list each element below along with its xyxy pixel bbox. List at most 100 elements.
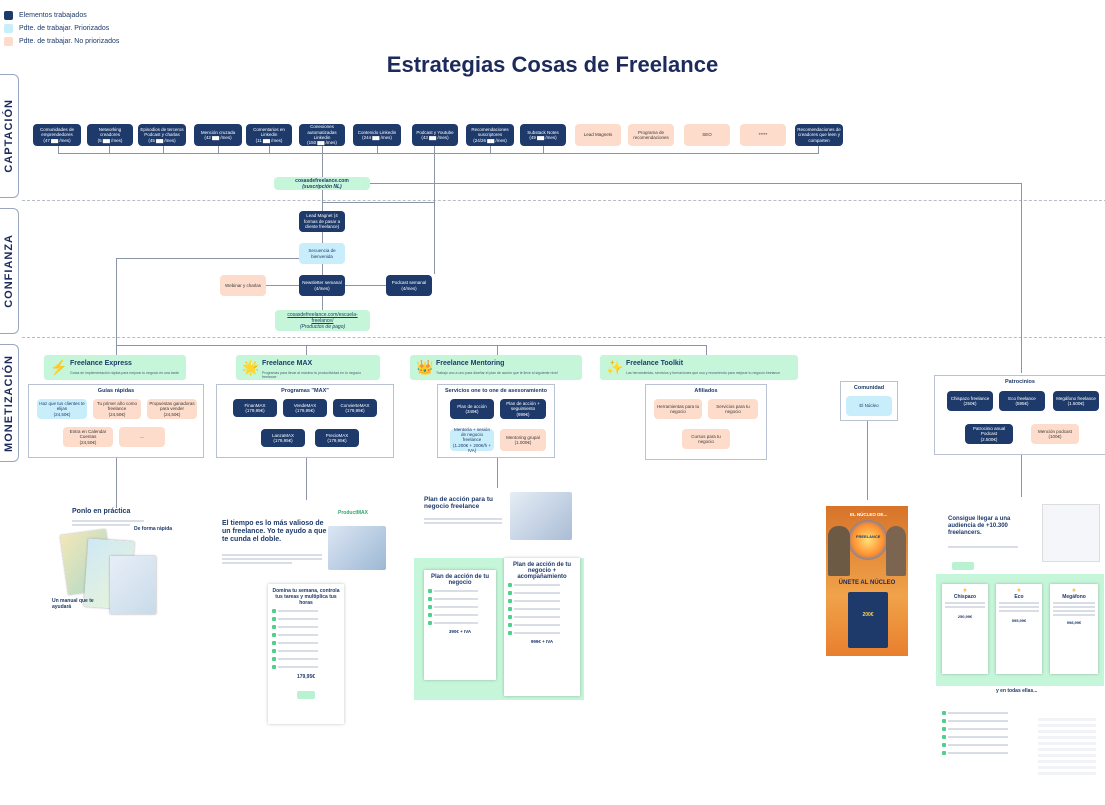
guia-box[interactable]: Tu primer año como freelance(24,50€) xyxy=(93,399,141,419)
captacion-box-contenido-linkedin[interactable]: Contenido Linkedin(244 ▆▆ /mes) xyxy=(353,124,401,146)
programa-box[interactable]: FinanMAX(179,95€) xyxy=(233,399,277,417)
newsletter-semanal-box[interactable]: Newsletter semanal (4/mes) xyxy=(299,275,345,296)
card-title: Plan de acción de tu negocio + acompañam… xyxy=(512,562,571,580)
programa-box[interactable]: LanzaMAX(179,95€) xyxy=(261,429,305,447)
cta-button[interactable] xyxy=(297,691,315,699)
box-sub: (2.500€) xyxy=(980,436,998,442)
box-sub: (179,95€) xyxy=(295,408,315,413)
captacion-box-comentarios[interactable]: Comentarios en Linkedin(11 ▆▆ /mes) xyxy=(246,124,292,146)
product-freelance-mentoring[interactable]: 👑 Freelance Mentoring Trabajo uno a uno … xyxy=(410,355,582,380)
patrocinio-box[interactable]: Eco freelance(595€) xyxy=(999,391,1045,411)
section-captacion: CAPTACIÓN xyxy=(0,74,19,198)
box-label: Megáfono freelance xyxy=(1056,395,1096,401)
servicio-box[interactable]: Mentoring grupal(1.000€) xyxy=(500,429,546,451)
captacion-box-comunidades[interactable]: Comunidades de emprendedores(47 ▆▆ /mes) xyxy=(33,124,81,146)
screenshot-side: De forma rápida xyxy=(134,526,173,532)
box-label: ConvierteMAX xyxy=(340,402,370,408)
screenshot-patrocinio-list xyxy=(938,704,1102,802)
connector xyxy=(497,458,498,488)
nucleo-brand: FREELANCE xyxy=(856,534,881,539)
box-sub: (24,50€) xyxy=(79,439,97,445)
comunidad-box[interactable]: El Núcleo xyxy=(846,396,892,416)
product-title: Freelance Express xyxy=(70,360,132,367)
screenshot-heading: Ponlo en práctica xyxy=(72,508,131,515)
secuencia-bienvenida-box[interactable]: Secuencia de bienvenida xyxy=(299,243,345,264)
nucleo-globe-image xyxy=(848,520,888,560)
panel-title: Servicios one to one de asesoramiento xyxy=(444,388,548,394)
captacion-box-lead-magnets[interactable]: Lead Magnets xyxy=(575,124,621,146)
guia-box[interactable]: Propuestas ganadoras para vender(24,50€) xyxy=(147,399,197,419)
connector xyxy=(370,183,1022,184)
connector xyxy=(1021,455,1022,497)
programa-box[interactable]: ConvierteMAX(179,95€) xyxy=(333,399,377,417)
captacion-box-networking[interactable]: Networking creadores(5 ▆▆ /mes) xyxy=(87,124,133,146)
captacion-box-programa-recomendaciones[interactable]: Programa de recomendaciones xyxy=(628,124,674,146)
legend-swatch xyxy=(4,37,13,46)
afiliado-box[interactable]: Servicios para tu negocio xyxy=(708,399,758,419)
box-sub: (179,95€) xyxy=(345,408,365,413)
programa-box[interactable]: VendeMAX(179,95€) xyxy=(283,399,327,417)
patrocinio-box[interactable]: Mención podcast(100€) xyxy=(1031,424,1079,444)
connector xyxy=(322,146,323,154)
box-label: Mentoría + sesión de negocio freelance xyxy=(454,426,490,443)
patrocinio-box[interactable]: Chispazo freelance(250€) xyxy=(947,391,993,411)
podcast-semanal-box[interactable]: Podcast semanal (4/mes) xyxy=(386,275,432,296)
servicio-box[interactable]: Plan de acción + seguimiento(999€) xyxy=(500,399,546,419)
connector xyxy=(269,146,270,154)
patrocinio-box[interactable]: Megáfono freelance(1.500€) xyxy=(1053,391,1099,411)
card-price: 999€ + IVA xyxy=(530,639,554,644)
star-icon: ★ xyxy=(962,588,968,594)
pagos-url: cosasdefreelance.com/escuela-freelance/ xyxy=(287,311,358,324)
box-sub: (24/26 ▆▆ /mes) xyxy=(473,137,507,143)
panel-guias-rapidas: Guías rápidas Haz que tus clientes te el… xyxy=(28,384,204,458)
captacion-box-seo[interactable]: SEO xyxy=(684,124,730,146)
programa-box[interactable]: PrecioMAX(179,95€) xyxy=(315,429,359,447)
captacion-box-recomendaciones[interactable]: Recomendaciones suscriptores(24/26 ▆▆ /m… xyxy=(466,124,514,146)
connector xyxy=(116,345,706,346)
guia-box[interactable]: .... xyxy=(119,427,165,447)
box-label: Patrocinio anual Podcast xyxy=(972,425,1006,437)
connector xyxy=(218,146,219,154)
nucleo-card: 200€ xyxy=(848,592,888,648)
product-freelance-toolkit[interactable]: ✨ Freelance Toolkit Las herramientas, se… xyxy=(600,355,798,380)
card-title: Domina tu semana, controla tus tareas y … xyxy=(272,588,340,606)
newsletter-signup-box[interactable]: cosasdefreelance.com(suscripción NL) xyxy=(274,177,370,190)
panel-title: Comunidad xyxy=(853,385,885,391)
box-sub: (179,95€) xyxy=(273,438,293,443)
productos-pago-box[interactable]: cosasdefreelance.com/escuela-freelance/(… xyxy=(275,310,370,331)
patrocinio-box[interactable]: Patrocinio anual Podcast(2.500€) xyxy=(965,424,1013,444)
box-label: Mentoring grupal xyxy=(506,434,540,440)
captacion-box-recomendaciones-creadores[interactable]: Recomendaciones de creadores que leen y … xyxy=(795,124,843,146)
box-label: PrecioMAX xyxy=(325,432,349,438)
lead-magnet-box[interactable]: Lead Magnet (4 formas de pasar a cliente… xyxy=(299,211,345,232)
afiliado-box[interactable]: Cursos para tu negocio xyxy=(682,429,730,449)
webinar-box[interactable]: Webinar y charlas xyxy=(220,275,266,296)
person-image xyxy=(886,526,906,576)
servicio-box[interactable]: Mentoría + sesión de negocio freelance(1… xyxy=(450,426,494,453)
page-title: Estrategias Cosas de Freelance xyxy=(386,52,719,77)
captacion-box-episodios[interactable]: Episodios de terceros Podcast y charlas(… xyxy=(138,124,186,146)
panel-title: Afiliados xyxy=(694,388,718,394)
guia-box[interactable]: Entra en Calendar Cuentas(24,50€) xyxy=(63,427,113,447)
screenshot-express: Ponlo en práctica De forma rápida Un man… xyxy=(50,506,186,628)
box-sub: (24,50€) xyxy=(108,411,126,417)
captacion-box-mencion[interactable]: Mención cruzada(42 ▆▆ /mes) xyxy=(194,124,242,146)
captacion-box-otros[interactable]: ***** xyxy=(740,124,786,146)
sparkles-icon: ✨ xyxy=(606,359,624,375)
guia-box[interactable]: Haz que tus clientes te elijan(24,50€) xyxy=(37,399,87,419)
servicio-box[interactable]: Plan de acción(349€) xyxy=(450,399,494,419)
captacion-box-podcast-youtube[interactable]: Podcast y Youtube(43 ▆▆ /mes) xyxy=(412,124,458,146)
screenshot-nucleo: EL NÚCLEO DE... FREELANCE ÚNETE AL NÚCLE… xyxy=(826,506,908,656)
tier-price: 998,99€ xyxy=(1066,620,1082,625)
legend-swatch xyxy=(4,11,13,20)
captacion-box-substack[interactable]: Substack Notes(49 ▆▆ /mes) xyxy=(520,124,566,146)
product-freelance-max[interactable]: 🌟 Freelance MAX Programas para llevar al… xyxy=(236,355,380,380)
box-label: Mención cruzada xyxy=(200,129,236,135)
cta-button[interactable] xyxy=(952,562,974,570)
legend-item-no-priorizados: Pdte. de trabajar. No priorizados xyxy=(4,37,119,46)
captacion-box-conexiones[interactable]: Conexiones automatizadas Linkedin(150 ▆▆… xyxy=(299,124,345,146)
box-label: Conexiones automatizadas Linkedin xyxy=(307,124,337,140)
afiliado-box[interactable]: Herramientas para tu negocio xyxy=(654,399,702,419)
patrocinio-footer: y en todas ellas... xyxy=(996,688,1038,694)
product-freelance-express[interactable]: ⚡ Freelance Express Guías de implementac… xyxy=(44,355,186,380)
